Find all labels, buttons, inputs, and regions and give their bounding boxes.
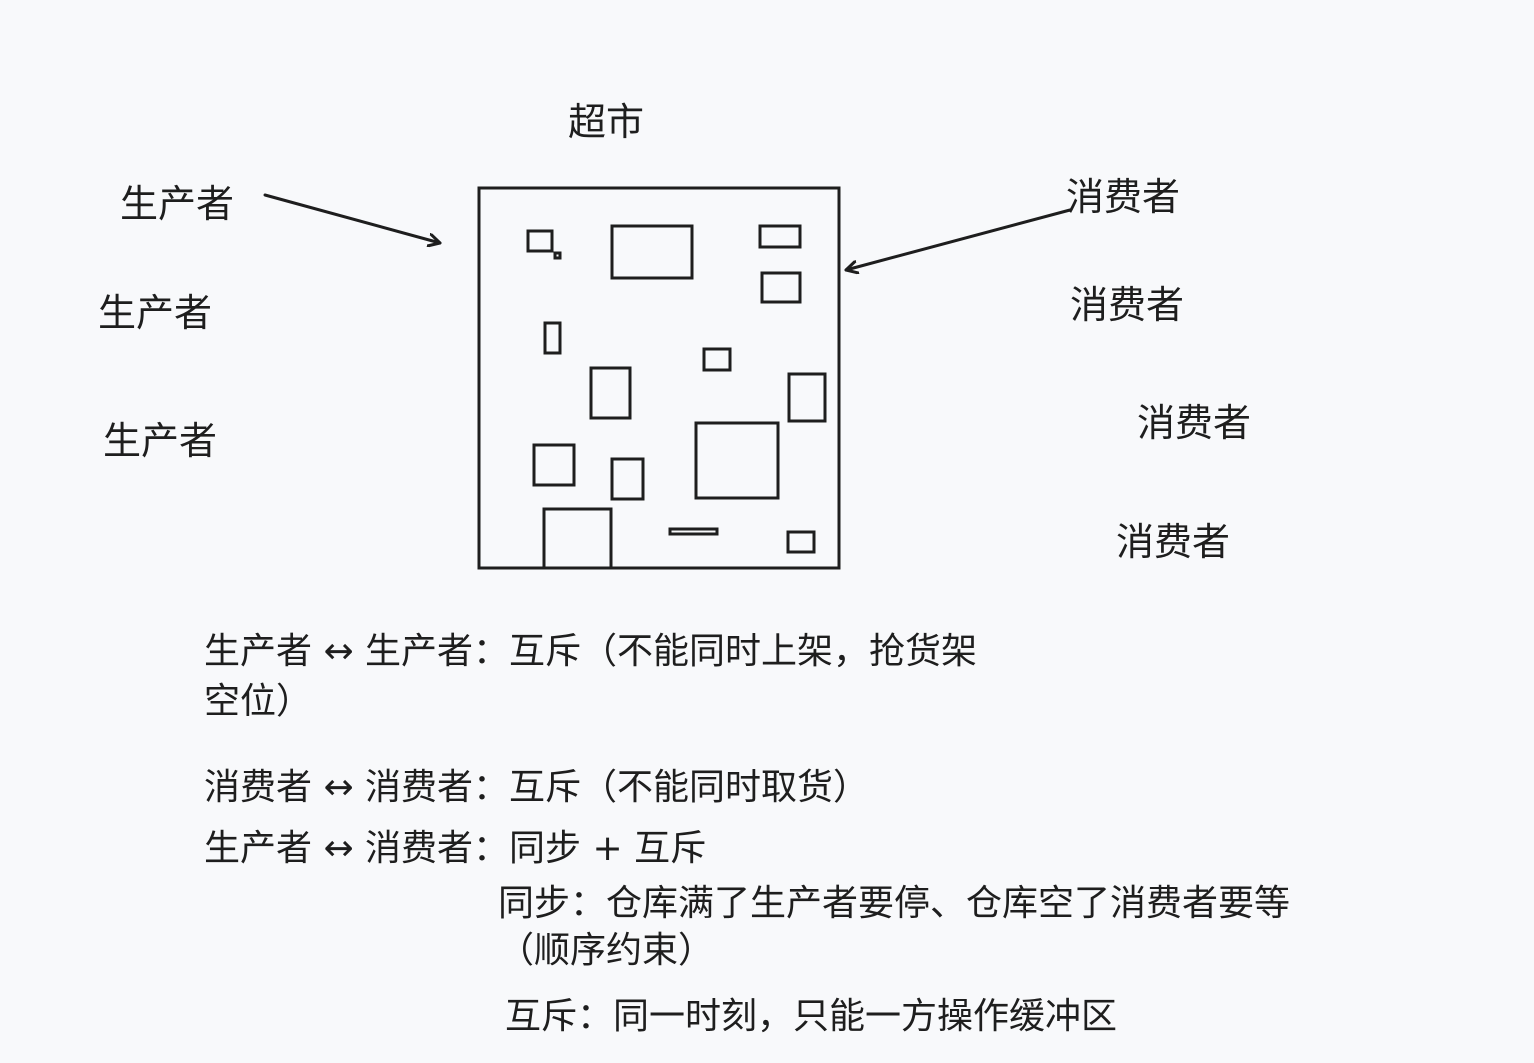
note-mutex: 互斥：同一时刻，只能一方操作缓冲区 bbox=[505, 996, 1118, 1037]
shelf-item bbox=[542, 507, 613, 570]
producer-label-2: 生产者 bbox=[98, 291, 213, 335]
shelf-item bbox=[610, 224, 694, 280]
supermarket-title: 超市 bbox=[568, 100, 645, 144]
note-producer-consumer: 生产者 ↔ 消费者：同步 + 互斥 bbox=[204, 828, 707, 869]
consumer-label-4: 消费者 bbox=[1116, 520, 1231, 564]
shelf-item bbox=[589, 366, 632, 420]
shelf-item bbox=[532, 443, 576, 487]
shelf-item bbox=[610, 457, 645, 501]
note-sync-line1: 同步：仓库满了生产者要停、仓库空了消费者要等 bbox=[498, 883, 1291, 924]
shelf-item bbox=[760, 271, 802, 304]
consumer-label-3: 消费者 bbox=[1137, 401, 1252, 445]
shelf-item bbox=[694, 421, 780, 500]
shelf-item bbox=[526, 229, 554, 253]
shelf-item bbox=[786, 530, 816, 554]
consumer-label-2: 消费者 bbox=[1070, 283, 1185, 327]
producer-label-3: 生产者 bbox=[103, 419, 218, 463]
note-producer-producer-line1: 生产者 ↔ 生产者：互斥（不能同时上架，抢货架 bbox=[204, 631, 978, 672]
shelf-items bbox=[526, 224, 827, 570]
shelf-item bbox=[553, 251, 562, 260]
shelf-item bbox=[787, 372, 827, 423]
shelf-item bbox=[758, 224, 802, 249]
consumer-arrow bbox=[844, 208, 1072, 270]
note-consumer-consumer: 消费者 ↔ 消费者：互斥（不能同时取货） bbox=[204, 767, 870, 808]
consumer-label-1: 消费者 bbox=[1066, 175, 1181, 219]
note-producer-producer-line2: 空位） bbox=[204, 681, 313, 722]
shelf-item bbox=[702, 347, 732, 372]
note-sync-line2: （顺序约束） bbox=[498, 930, 715, 971]
producer-label-1: 生产者 bbox=[120, 182, 235, 226]
shelf-item bbox=[668, 527, 719, 536]
supermarket-box bbox=[477, 186, 841, 570]
producer-arrow bbox=[263, 193, 442, 243]
shelf-item bbox=[543, 321, 562, 355]
